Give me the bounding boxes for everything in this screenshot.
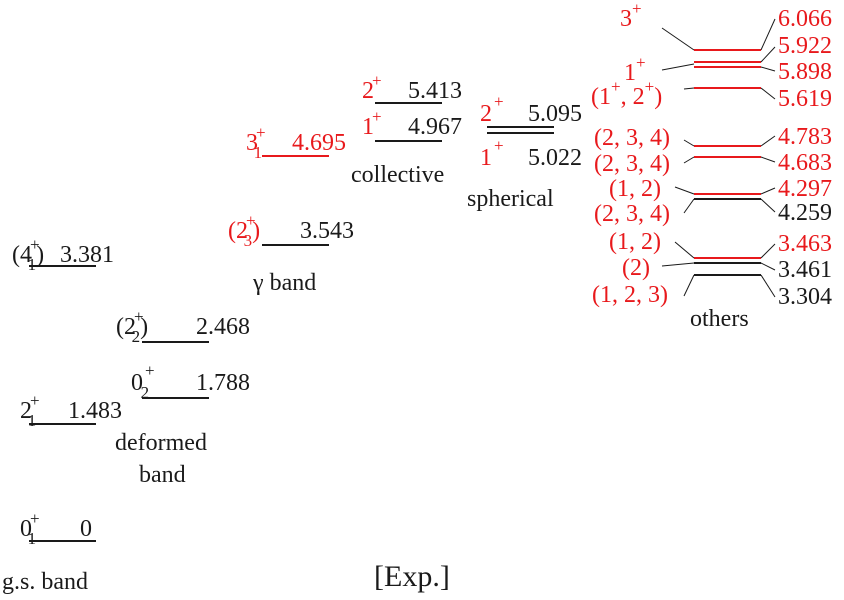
band-label-gs: g.s. band (2, 569, 88, 595)
footer-exp-label: [Exp.] (374, 560, 450, 593)
others-energy-9: 3.461 (778, 257, 832, 283)
level-label-collective-1: 1+4.967 (362, 107, 462, 140)
others-energy-4: 4.783 (778, 124, 832, 150)
band-label-others: others (690, 306, 749, 332)
band-label-deformed-line1: deformed (115, 430, 207, 456)
others-band: 3+ 1+ (1+, 2+) (2, 3, 4) (2, 3, 4) (1, 2… (591, 0, 832, 332)
others-spin-0: 3+ (620, 0, 642, 32)
others-spin-9: (1, 2, 3) (592, 282, 668, 308)
band-label-collective: collective (351, 162, 444, 188)
level-label-gs-2: (4+1)3.381 (12, 235, 114, 274)
others-spin-1: 1+ (624, 53, 646, 86)
level-label-gamma-0: (2+3)3.543 (228, 211, 354, 250)
others-energy-7: 4.259 (778, 200, 832, 226)
others-energy-2: 5.898 (778, 59, 832, 85)
band-label-deformed-line2: band (139, 462, 186, 488)
right-connectors (760, 18, 776, 298)
left-connectors (661, 27, 695, 297)
spherical-band: 2+5.095 1+5.022 spherical (467, 92, 582, 212)
others-spin-7: (1, 2) (609, 229, 661, 255)
others-energy-3: 5.619 (778, 86, 832, 112)
band-label-spherical: spherical (467, 186, 554, 212)
others-spin-4: (2, 3, 4) (594, 151, 670, 177)
others-energy-8: 3.463 (778, 231, 832, 257)
level-label-deformed-1: (2+2)2.468 (116, 307, 250, 346)
level-label-spherical-2: 2+5.095 (480, 92, 582, 127)
others-energy-1: 5.922 (778, 33, 832, 59)
level-label-spherical-1: 1+5.022 (480, 136, 582, 171)
others-energy-6: 4.297 (778, 176, 832, 202)
others-energy-10: 3.304 (778, 284, 832, 310)
others-spin-5: (1, 2) (609, 176, 661, 202)
others-energy-0: 6.066 (778, 6, 832, 32)
others-spin-2: (1+, 2+) (591, 77, 662, 110)
others-spin-6: (2, 3, 4) (594, 201, 670, 227)
level-label-collective-2: 2+5.413 (362, 71, 462, 104)
others-spin-8: (2) (622, 255, 650, 281)
band-label-gamma: γ band (252, 270, 316, 296)
others-spin-3: (2, 3, 4) (594, 125, 670, 151)
others-energy-5: 4.683 (778, 150, 832, 176)
gamma-band: (2+3)3.543 γ band (228, 211, 354, 296)
